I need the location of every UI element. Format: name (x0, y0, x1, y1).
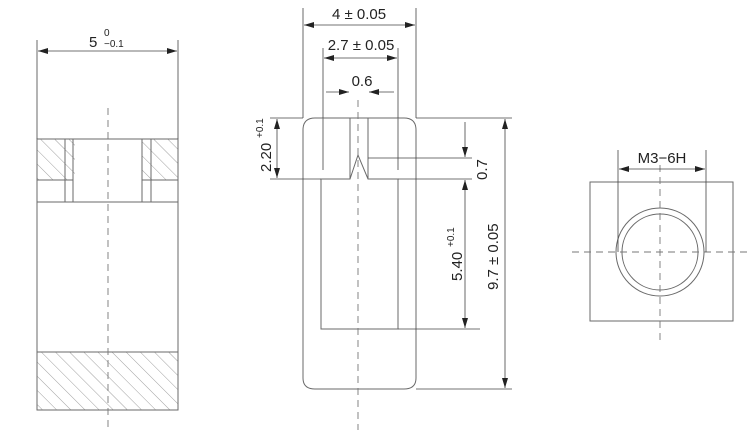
top-view: M3−6H (572, 150, 750, 345)
thread-dim: M3−6H (638, 150, 687, 167)
inner-width-dim: 2.7 ± 0.05 (328, 37, 395, 54)
side-view: 5 0 −0.1 (36, 28, 179, 430)
hatch-top-right (142, 139, 178, 180)
notch-depth-dim: 0.7 (474, 159, 491, 180)
outer-width-dim: 4 ± 0.05 (332, 6, 386, 23)
bore-depth-dim: 5.40 (449, 252, 466, 281)
head-height-tol: +0.1 (255, 118, 266, 138)
hatch-top-left (37, 139, 75, 180)
head-height-dim: 2.20 (258, 143, 275, 172)
bore-depth-tol: +0.1 (446, 227, 457, 247)
width-dim-upper-tol: 0 (104, 28, 110, 39)
total-height-dim: 9.7 ± 0.05 (485, 223, 502, 290)
slot-width-dim: 0.6 (352, 73, 373, 90)
section-view: 4 ± 0.05 2.7 ± 0.05 0.6 2.20 +0.1 0.7 5.… (255, 6, 512, 430)
hatch-bottom (37, 352, 178, 410)
width-dim-lower-tol: −0.1 (104, 39, 124, 50)
width-dim-nominal: 5 (89, 34, 97, 51)
